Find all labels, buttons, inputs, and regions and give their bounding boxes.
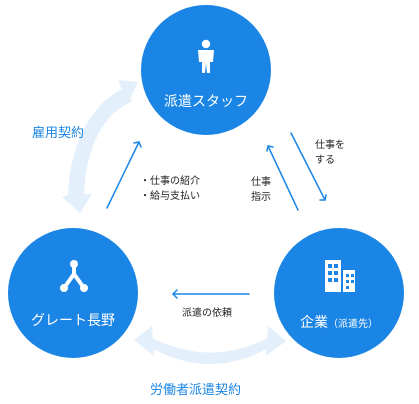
arrow-do-work-head <box>319 194 327 201</box>
dispatch-band-head-left <box>134 326 154 356</box>
arrow-to-staff-head <box>133 141 142 148</box>
job-intro-text: ・仕事の紹介 ・給与支払い <box>140 174 200 204</box>
person-icon <box>198 39 214 73</box>
logo-icon <box>60 260 88 292</box>
company-name: 企業 <box>300 315 328 331</box>
node-great-nagano: グレート長野 <box>8 228 138 358</box>
arrow-request-head <box>172 289 178 299</box>
node-company: 企業（派遣先） <box>274 228 404 358</box>
arrow-instruction <box>267 145 299 211</box>
arrow-do-work <box>290 132 326 201</box>
instruction-line-1: 仕事 <box>251 177 271 188</box>
company-sub: （派遣先） <box>328 319 378 330</box>
dispatch-band-head-right <box>266 326 286 356</box>
do-work-text: 仕事を する <box>315 138 345 168</box>
staff-label: 派遣スタッフ <box>164 94 248 110</box>
building-icon <box>325 260 355 292</box>
arrow-to-staff <box>106 141 140 209</box>
instruction-line-2: 指示 <box>251 192 271 203</box>
dispatch-band <box>148 336 272 364</box>
employment-band <box>62 88 132 213</box>
employment-band-head-top <box>118 80 138 104</box>
job-intro-line-2: ・給与支払い <box>140 191 200 202</box>
instruction-text: 仕事 指示 <box>251 175 271 205</box>
do-work-line-1: 仕事を <box>315 140 345 151</box>
dispatch-contract-label: 労働者派遣契約 <box>150 383 242 398</box>
do-work-line-2: する <box>315 155 335 166</box>
great-nagano-label: グレート長野 <box>31 313 115 329</box>
company-label: 企業（派遣先） <box>274 312 404 332</box>
job-intro-line-1: ・仕事の紹介 <box>140 176 200 187</box>
node-staff: 派遣スタッフ <box>141 5 271 135</box>
employment-contract-label: 雇用契約 <box>32 126 85 141</box>
arrow-instruction-head <box>266 145 274 152</box>
dispatch-request-text: 派遣の依頼 <box>182 308 232 319</box>
